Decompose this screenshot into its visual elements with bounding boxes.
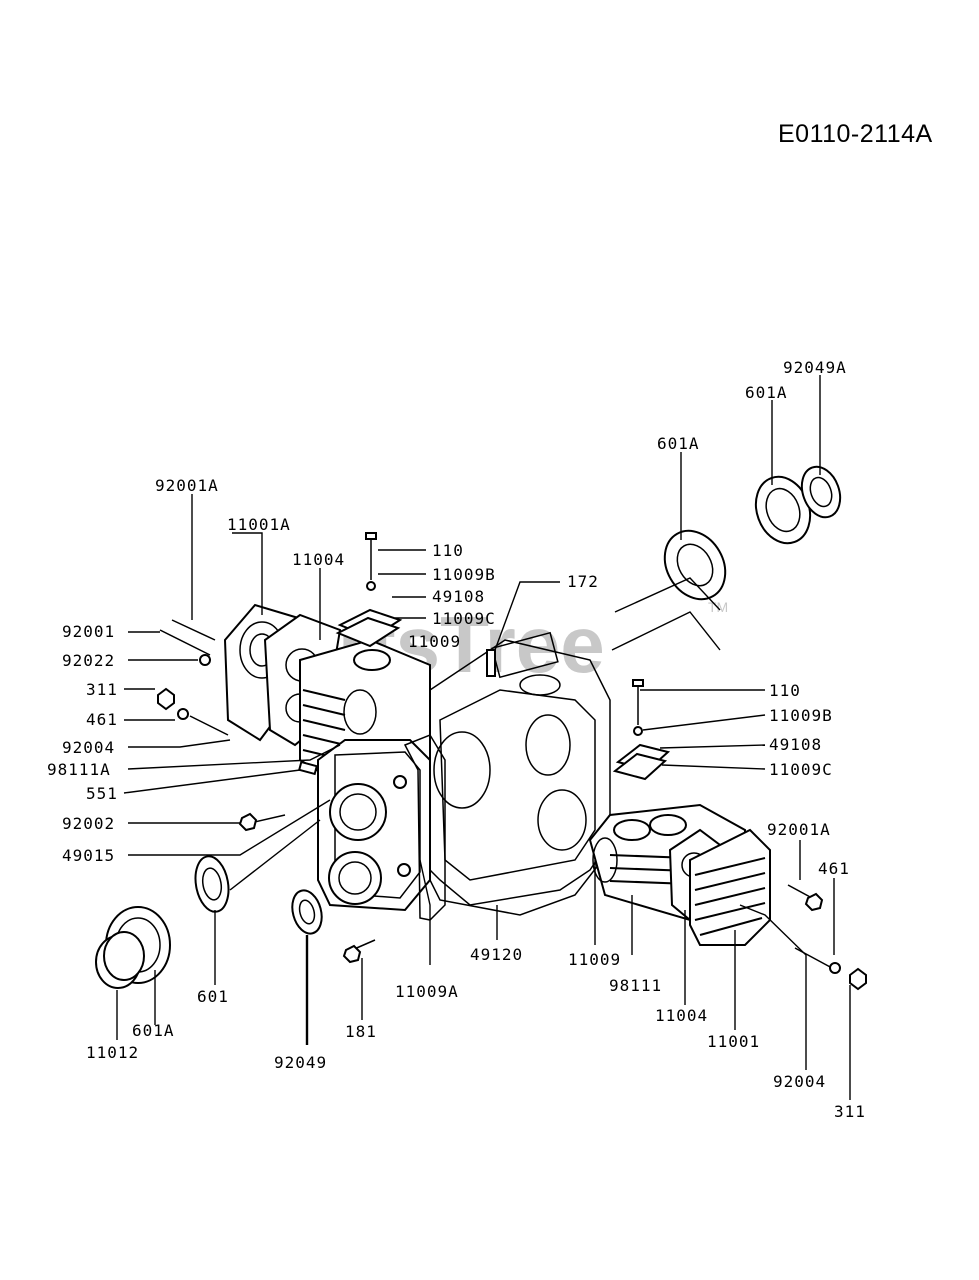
label-49108-right[interactable]: 49108 (769, 735, 822, 754)
label-311-left[interactable]: 311 (86, 680, 118, 699)
label-11009-bottom[interactable]: 11009 (568, 950, 621, 969)
cover-gasket-part[interactable] (403, 734, 446, 921)
label-172[interactable]: 172 (567, 572, 599, 591)
label-461-right[interactable]: 461 (818, 859, 850, 878)
label-98111[interactable]: 98111 (609, 976, 662, 995)
label-11009B-top[interactable]: 11009B (432, 565, 496, 584)
label-110-top[interactable]: 110 (432, 541, 464, 560)
label-49108-top[interactable]: 49108 (432, 587, 485, 606)
label-601A-mid[interactable]: 601A (657, 434, 700, 453)
label-110-right[interactable]: 110 (769, 681, 801, 700)
label-551[interactable]: 551 (86, 784, 118, 803)
label-181[interactable]: 181 (345, 1022, 377, 1041)
label-92049[interactable]: 92049 (274, 1053, 327, 1072)
label-49120[interactable]: 49120 (470, 945, 523, 964)
breather-cover-right-part[interactable] (612, 679, 671, 781)
label-11009B-right[interactable]: 11009B (769, 706, 833, 725)
label-92001A-left[interactable]: 92001A (155, 476, 219, 495)
fasteners-part[interactable] (157, 619, 867, 991)
label-98111A[interactable]: 98111A (47, 760, 111, 779)
label-461-left[interactable]: 461 (86, 710, 118, 729)
label-92002[interactable]: 92002 (62, 814, 115, 833)
bearing-601-part[interactable] (191, 854, 232, 915)
seal-top-part[interactable] (795, 461, 847, 522)
seal-92049-part[interactable] (288, 887, 326, 937)
diagram-code: E0110-2114A (778, 120, 933, 148)
label-11001A[interactable]: 11001A (227, 515, 291, 534)
label-601A-bottom[interactable]: 601A (132, 1021, 175, 1040)
crankcase-cover-part[interactable] (317, 739, 431, 912)
label-49015[interactable]: 49015 (62, 846, 115, 865)
label-11009A[interactable]: 11009A (395, 982, 459, 1001)
cylinder-head-right-part[interactable] (689, 828, 771, 946)
label-11009-top[interactable]: 11009 (408, 632, 461, 651)
label-601A-top[interactable]: 601A (745, 383, 788, 402)
label-11004-top[interactable]: 11004 (292, 550, 345, 569)
label-92004-left[interactable]: 92004 (62, 738, 115, 757)
label-311-right[interactable]: 311 (834, 1102, 866, 1121)
bearing-mid-part[interactable] (653, 520, 737, 610)
crankcase-part[interactable] (414, 631, 611, 916)
label-92022[interactable]: 92022 (62, 651, 115, 670)
label-11001[interactable]: 11001 (707, 1032, 760, 1051)
cap-11012-part[interactable] (95, 931, 145, 989)
part-labels: 92049A 601A 601A 92001A 11001A 11004 110… (47, 358, 866, 1121)
label-92001A-right[interactable]: 92001A (767, 820, 831, 839)
label-92049A[interactable]: 92049A (783, 358, 847, 377)
label-11012[interactable]: 11012 (86, 1043, 139, 1062)
breather-cover-left-part[interactable] (335, 532, 403, 648)
label-92004-right[interactable]: 92004 (773, 1072, 826, 1091)
label-11009C-top[interactable]: 11009C (432, 609, 496, 628)
label-601[interactable]: 601 (197, 987, 229, 1006)
label-11009C-right[interactable]: 11009C (769, 760, 833, 779)
label-92001[interactable]: 92001 (62, 622, 115, 641)
leader-lines (116, 375, 851, 1100)
label-11004-bottom[interactable]: 11004 (655, 1006, 708, 1025)
